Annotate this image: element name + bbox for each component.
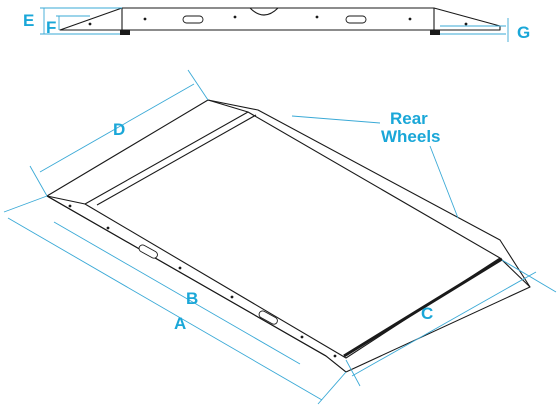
side-hole	[106, 226, 110, 230]
side-view-slot-left	[182, 15, 204, 24]
dim-d-extension-right	[187, 69, 209, 101]
dim-a-extension-left	[3, 195, 48, 213]
front-lip	[343, 257, 503, 358]
deck-rear-strip	[96, 114, 257, 206]
front-corner	[325, 355, 347, 373]
dim-a-line	[7, 217, 323, 401]
side-hole	[178, 266, 182, 270]
side-hole	[333, 354, 337, 358]
side-view-center-hump	[249, 7, 279, 16]
side-hole	[68, 204, 72, 208]
dim-c-extension-left	[345, 359, 361, 387]
side-view-wheel-right	[430, 30, 440, 35]
dim-f-label: F	[46, 18, 56, 37]
side-view-hole	[233, 15, 237, 19]
dim-g-label: G	[517, 23, 530, 42]
side-view-wheel-left	[120, 30, 130, 35]
dim-a-label: A	[174, 314, 186, 333]
rear-wheels-label-line1: Rear	[390, 109, 428, 128]
side-hole	[230, 295, 234, 299]
dim-b-label: B	[186, 289, 198, 308]
rear-wheels-label-line2: Wheels	[381, 127, 441, 146]
side-view-hole	[143, 17, 147, 21]
side-view-slot-right	[345, 15, 367, 24]
dim-c-line	[351, 271, 537, 377]
dim-b-line	[53, 221, 301, 365]
side-elevation-view: E F G	[23, 7, 530, 42]
dim-c-extension-right	[501, 259, 557, 293]
front-side-bottom	[46, 195, 327, 357]
side-slot-left	[138, 244, 158, 259]
isometric-view: D A B C Rear Wheels	[3, 69, 557, 405]
side-view-hole	[315, 15, 319, 19]
dim-c-label: C	[421, 304, 433, 323]
side-view-hole	[408, 17, 412, 21]
dim-a-extension-right	[317, 371, 347, 405]
side-slot-right	[258, 310, 278, 325]
side-view-hole	[88, 22, 92, 26]
dim-d-line	[39, 83, 195, 173]
side-edge-rear-right	[207, 99, 249, 113]
rear-wheels-leader-left	[291, 115, 381, 124]
side-view-profile	[59, 7, 501, 31]
side-hole	[300, 335, 304, 339]
dim-d-label: D	[113, 120, 125, 139]
dim-d-extension-left	[29, 165, 48, 197]
right-corner	[499, 257, 531, 288]
side-edge-rear-left	[46, 195, 86, 205]
dim-e-label: E	[23, 11, 34, 30]
side-view-hole	[464, 22, 468, 26]
rear-wheels-leader-right	[429, 145, 459, 219]
